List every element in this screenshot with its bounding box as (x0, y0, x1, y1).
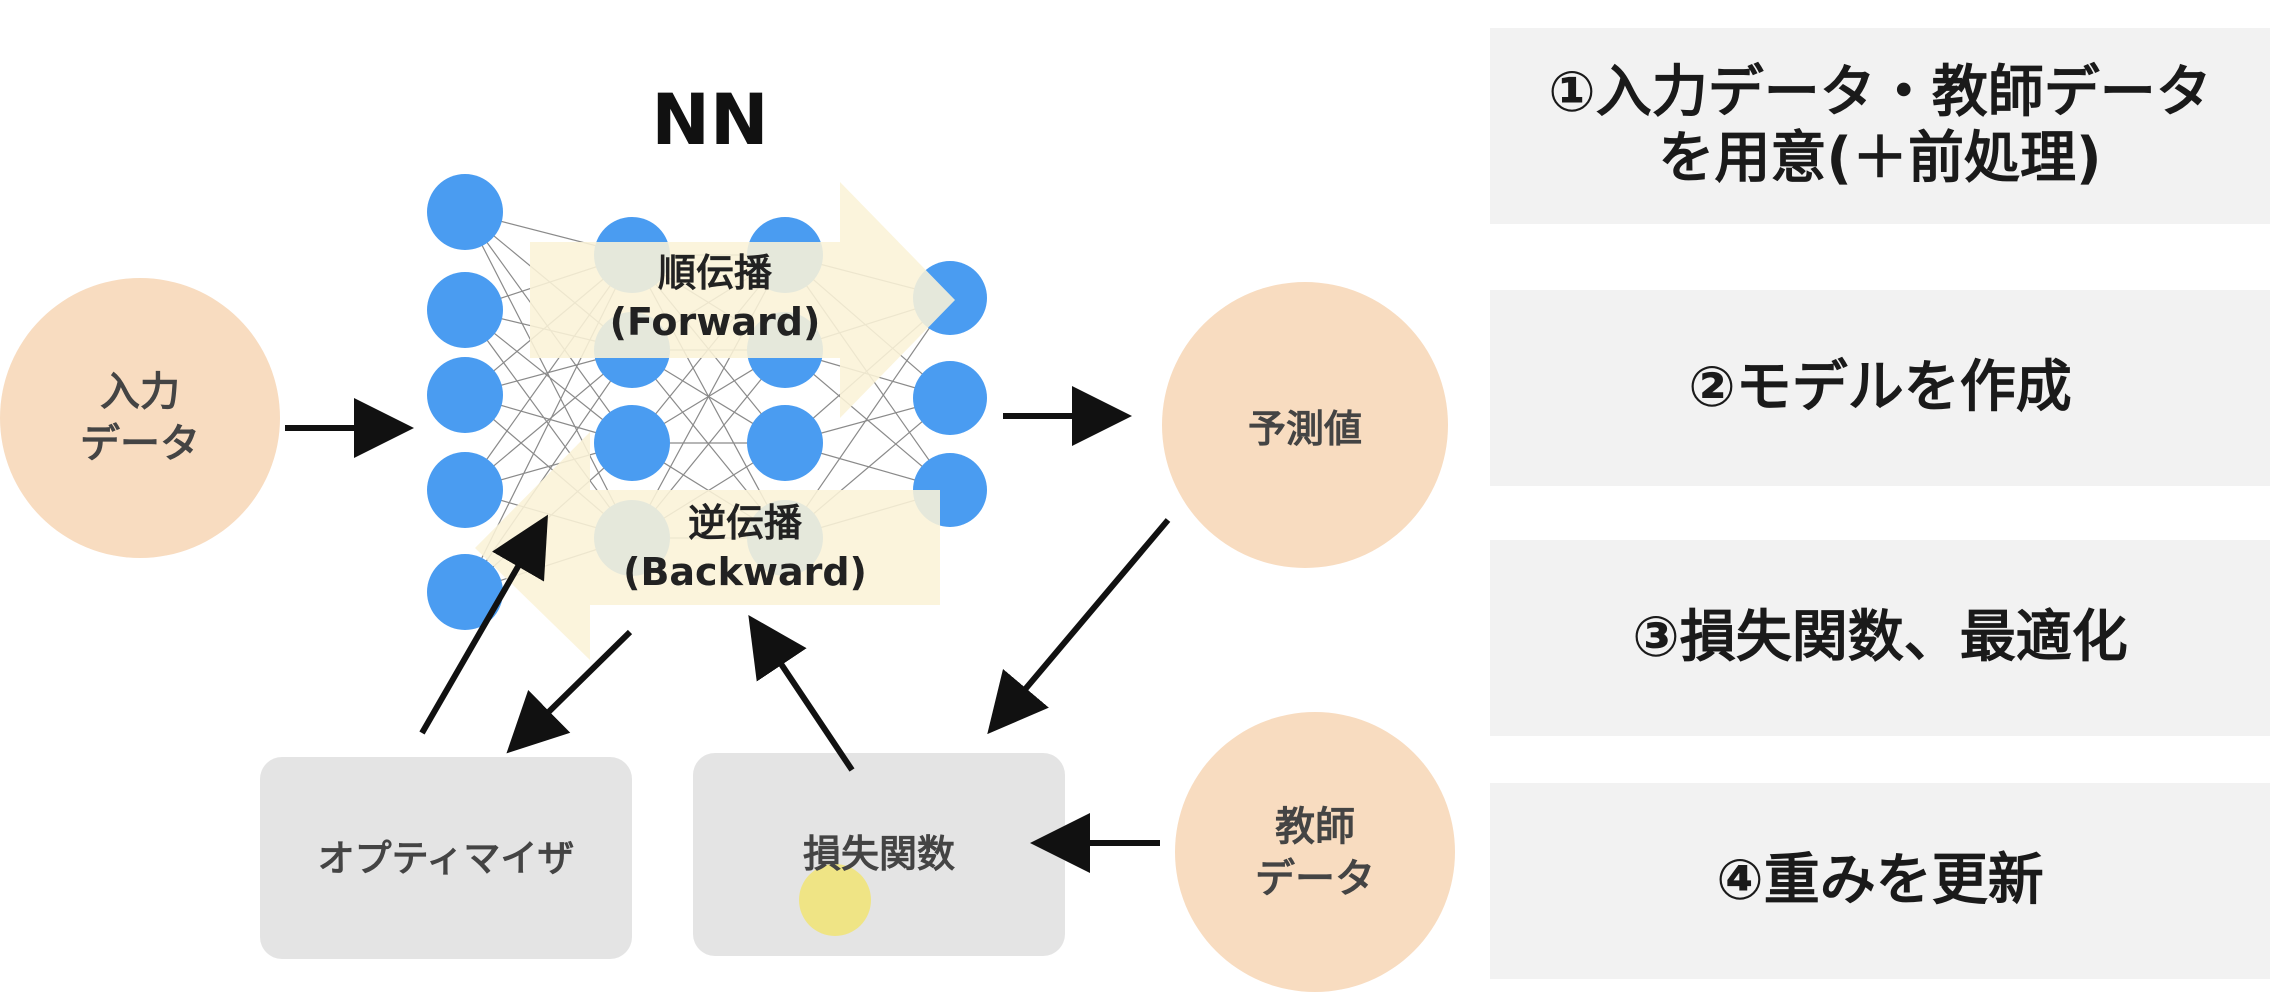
optimizer-box (260, 757, 632, 959)
neuron (594, 405, 670, 481)
arrow-loss-to-nn (748, 615, 855, 772)
arrow-nn-to-optimizer (506, 629, 633, 754)
step-3-loss-optimize: ③損失関数、最適化 (1490, 540, 2270, 736)
neuron (427, 272, 503, 348)
neuron (427, 452, 503, 528)
forward-arrow (530, 182, 955, 418)
neuron (427, 554, 503, 630)
arrow-optimizer-to-nn (419, 514, 548, 735)
nn-title: NN (651, 79, 769, 161)
teacher-data-circle (1175, 712, 1455, 992)
optimizer-label: オプティマイザ (317, 837, 575, 880)
forward-label: 順伝播 (Forward) (609, 251, 821, 344)
prediction-circle (1162, 282, 1448, 568)
prediction-label: 予測値 (1247, 406, 1362, 451)
step-2-build-model: ②モデルを作成 (1490, 290, 2270, 486)
neuron (427, 174, 503, 250)
cursor-highlight (799, 864, 871, 936)
loss-function-box (693, 753, 1065, 956)
flow-arrows (285, 386, 1171, 873)
backward-label: 逆伝播 (Backward) (623, 501, 867, 594)
backward-arrow (475, 432, 940, 660)
step-1-prepare-data: ①入力データ・教師データ を用意(＋前処理) (1490, 28, 2270, 224)
network-connection (464, 211, 633, 539)
input-data-circle (0, 278, 280, 558)
neuron (747, 405, 823, 481)
teacher-data-label: 教師 データ (1255, 803, 1375, 902)
neuron (427, 357, 503, 433)
neuron (913, 361, 987, 435)
step-4-update-weights: ④重みを更新 (1490, 783, 2270, 979)
loss-function-label: 損失関数 (802, 831, 955, 876)
arrow-prediction-to-loss (987, 518, 1171, 735)
input-data-label: 入力 データ (80, 369, 200, 467)
